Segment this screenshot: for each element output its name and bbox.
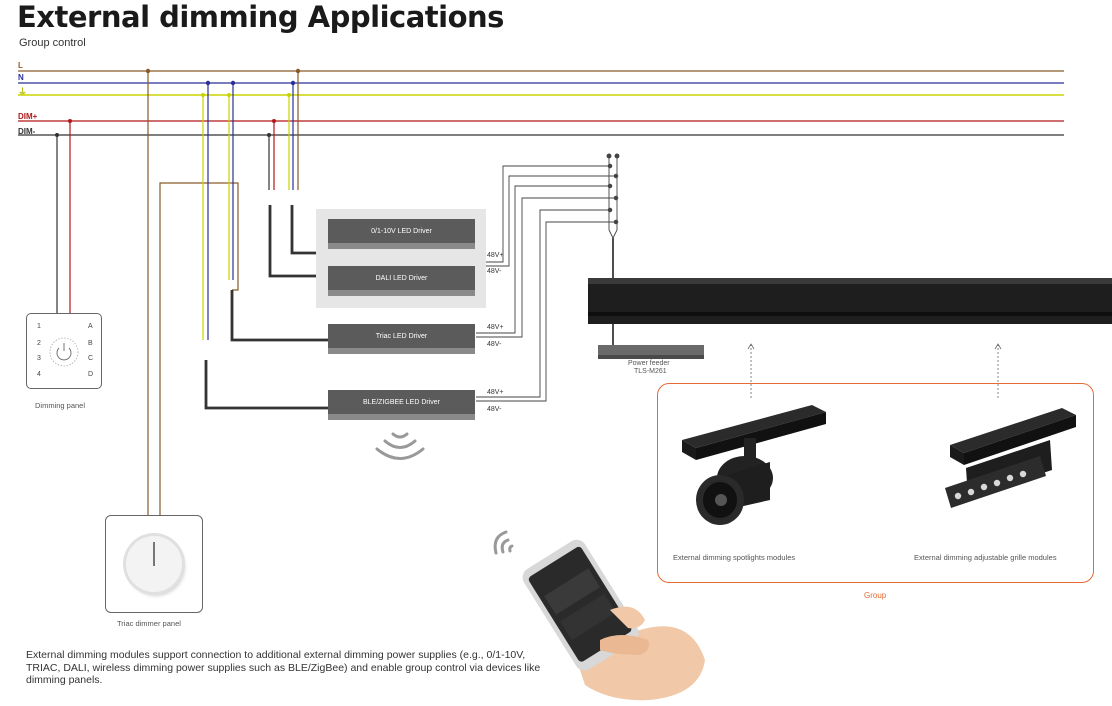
- bus-label-dim-plus: DIM+: [18, 112, 38, 121]
- panel-letter-a: A: [88, 323, 93, 330]
- track-rail: [588, 278, 1112, 324]
- bus-label-l: L: [18, 61, 23, 70]
- insert-arrows: [747, 343, 1002, 398]
- grille-module: [945, 408, 1076, 508]
- output-ble-plus: 48V+: [487, 389, 504, 396]
- output-wires: [476, 153, 620, 402]
- driver-triac: Triac LED Driver: [328, 324, 475, 354]
- dimming-panel: 1 2 3 4 A B C D: [26, 313, 102, 389]
- group-box: [657, 383, 1094, 583]
- output-0-10v-plus: 48V+: [487, 252, 504, 259]
- panel-number-3: 3: [37, 355, 41, 362]
- bus-lines: [18, 70, 1064, 136]
- dimming-panel-caption: Dimming panel: [35, 401, 86, 410]
- spotlight-module: [682, 405, 826, 525]
- description-text: External dimming modules support connect…: [26, 649, 541, 686]
- knob-indicator: [153, 542, 155, 566]
- bus-label-n: N: [18, 73, 24, 82]
- power-feeder-model: TLS-M261: [634, 368, 667, 375]
- driver-0-10v: 0/1-10V LED Driver: [328, 219, 475, 249]
- panel-wires: [55, 119, 72, 313]
- panel-number-1: 1: [37, 323, 41, 330]
- output-triac-minus: 48V-: [487, 341, 502, 348]
- panel-letter-d: D: [88, 371, 94, 378]
- panel-letter-c: C: [88, 355, 94, 362]
- page-title: External dimming Applications: [17, 0, 504, 34]
- power-feeder-label: Power feeder: [628, 360, 670, 367]
- panel-number-2: 2: [37, 340, 41, 347]
- thick-leads: [204, 205, 328, 410]
- grille-caption: External dimming adjustable grille modul…: [914, 553, 1057, 562]
- triac-panel-caption: Triac dimmer panel: [117, 619, 181, 628]
- output-0-10v-minus: 48V-: [487, 268, 502, 275]
- driver-wires: [201, 68, 301, 340]
- driver-dali: DALI LED Driver: [328, 266, 475, 296]
- spotlight-caption: External dimming spotlights modules: [673, 553, 796, 562]
- phone-wifi-icon: [493, 530, 514, 555]
- triac-panel-wires: [145, 68, 239, 515]
- dimming-panel-dial: [49, 337, 79, 367]
- wireless-signal-icon: [375, 432, 425, 460]
- output-triac-plus: 48V+: [487, 324, 504, 331]
- panel-number-4: 4: [37, 371, 41, 378]
- bus-label-pe: ⏚: [18, 87, 28, 97]
- power-feeder: [598, 345, 704, 359]
- smartphone-in-hand: [522, 539, 705, 701]
- output-ble-minus: 48V-: [487, 406, 502, 413]
- subtitle: Group control: [19, 37, 86, 49]
- triac-dimmer-panel: [105, 515, 203, 613]
- driver-ble-zigbee: BLE/ZIGBEE LED Driver: [328, 390, 475, 420]
- dimmer-knob: [126, 536, 182, 592]
- bus-label-dim-minus: DIM-: [18, 127, 36, 136]
- panel-letter-b: B: [88, 340, 93, 347]
- group-label: Group: [864, 591, 887, 600]
